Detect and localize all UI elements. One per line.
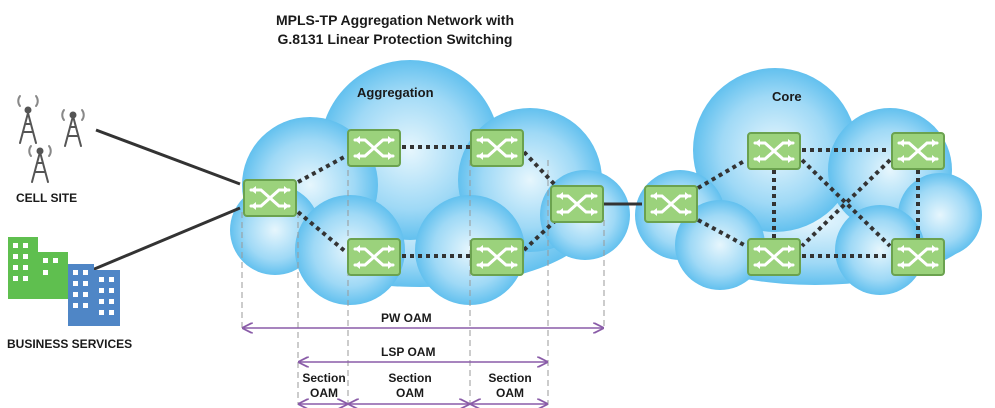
business-services-label: BUSINESS SERVICES (7, 337, 133, 351)
switch-icon (890, 132, 946, 170)
core-cloud-label: Core (772, 89, 802, 104)
building-icons (8, 237, 120, 326)
switch-icon (890, 238, 946, 276)
access-links (91, 128, 642, 272)
switch-icon (549, 185, 605, 223)
building-icon (68, 264, 120, 326)
cell-site-label: CELL SITE (16, 191, 78, 205)
lsp-oam-label: LSP OAM (381, 345, 436, 359)
section-oam-label-1-line-1: Section (302, 371, 346, 385)
switch-icon (346, 129, 402, 167)
oam-arrows (243, 328, 603, 404)
dotted-links (296, 145, 920, 258)
switch-icon (470, 129, 524, 167)
switch-icon (470, 238, 524, 276)
aggregation-cloud-label: Aggregation (357, 85, 434, 100)
switch-icon (242, 179, 298, 217)
cell-tower-icon (61, 109, 85, 147)
section-oam-label-2-line-1: Section (388, 371, 432, 385)
section-oam-label-3-line-2: OAM (496, 386, 524, 400)
switch-icon (346, 238, 402, 276)
cell-tower-icons (17, 95, 85, 183)
pw-oam-label: PW OAM (381, 311, 432, 325)
switch-icon (643, 185, 699, 223)
cell-tower-icon (17, 95, 39, 144)
diagram-title-line-2: G.8131 Linear Protection Switching (277, 31, 513, 47)
switch-icon (746, 132, 802, 170)
section-oam-label-2-line-2: OAM (396, 386, 424, 400)
section-oam-label-3-line-1: Section (488, 371, 532, 385)
switch-icon (746, 238, 802, 276)
section-oam-label-1-line-2: OAM (310, 386, 338, 400)
diagram-title-line-1: MPLS-TP Aggregation Network with (275, 12, 514, 28)
building-icon (8, 237, 68, 299)
cell-tower-icon (28, 145, 52, 183)
